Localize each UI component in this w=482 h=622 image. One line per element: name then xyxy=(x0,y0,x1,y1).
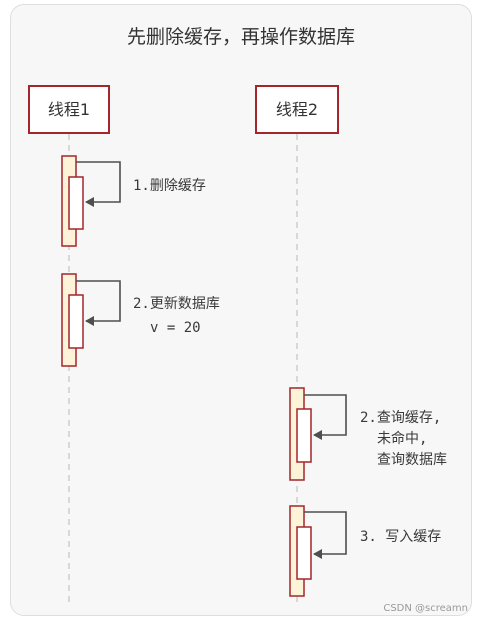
actor-thread-1-label: 线程1 xyxy=(48,100,90,119)
step-1-label: 1.删除缓存 xyxy=(133,178,206,194)
activation-inner-4 xyxy=(296,526,312,580)
step-3-query-cache: 2.查询缓存, 未命中, 查询数据库 xyxy=(289,387,447,481)
activation-inner-3 xyxy=(296,408,312,463)
actor-thread-2-label: 线程2 xyxy=(276,100,318,119)
step-2-label-line-2: v = 20 xyxy=(150,320,201,336)
activation-inner-1 xyxy=(68,176,84,230)
step-3-label-line-3: 查询数据库 xyxy=(377,452,447,468)
self-call-arrow-3 xyxy=(304,394,347,440)
actor-thread-1: 线程1 xyxy=(28,85,110,134)
step-2-label-line-1: 2.更新数据库 xyxy=(133,296,220,312)
step-2-update-database: 2.更新数据库 v = 20 xyxy=(61,273,220,367)
self-call-arrow-1 xyxy=(76,161,121,207)
self-call-arrow-2 xyxy=(76,280,121,326)
activation-inner-2 xyxy=(68,294,84,349)
self-call-arrow-4 xyxy=(304,511,347,559)
step-3-label-line-2: 未命中, xyxy=(377,430,427,447)
actor-thread-2: 线程2 xyxy=(255,85,339,134)
step-4-label: 3. 写入缓存 xyxy=(360,529,441,545)
step-4-write-cache: 3. 写入缓存 xyxy=(289,505,441,597)
step-3-label-line-1: 2.查询缓存, xyxy=(360,410,441,426)
diagram-title: 先删除缓存，再操作数据库 xyxy=(127,26,355,48)
step-1-delete-cache: 1.删除缓存 xyxy=(61,155,206,247)
watermark: CSDN @screamn xyxy=(383,603,468,614)
